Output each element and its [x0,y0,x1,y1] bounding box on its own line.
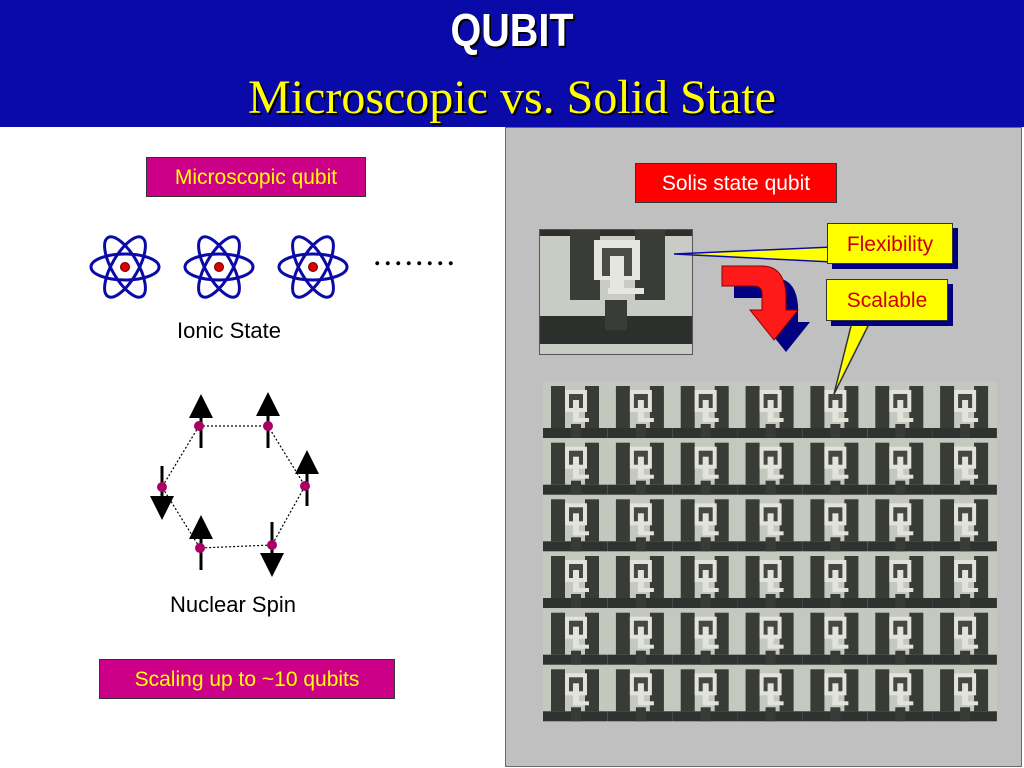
qubit-cell [737,495,803,552]
title-banner: QUBIT Microscopic vs. Solid State [0,0,1024,127]
qubit-cell [607,495,673,552]
qubit-cell [802,552,868,609]
qubit-cell [607,552,673,609]
qubit-cell [802,382,868,439]
qubit-cell [932,438,997,496]
microscopic-qubit-label: Microscopic qubit [146,157,366,197]
atom-icon [89,229,161,305]
slide-title: QUBIT [450,4,574,56]
qubit-array-micrograph [543,382,997,722]
qubit-cell [543,382,608,439]
flexibility-callout: Flexibility [827,223,953,264]
qubit-cell [543,608,608,666]
qubit-cell [802,608,868,666]
qubit-cell [672,552,738,609]
qubit-cell [932,665,997,722]
qubit-cell [607,608,673,666]
ellipsis: ........ [373,236,457,273]
solid-state-qubit-label: Solis state qubit [635,163,837,203]
qubit-cell [607,665,673,722]
qubit-cell [932,608,997,666]
qubit-cell [932,382,997,439]
nuclear-spin-caption: Nuclear Spin [170,592,296,617]
qubit-cell [543,438,608,496]
qubit-cell [672,495,738,552]
qubit-cell [543,495,608,552]
qubit-cell [607,382,673,439]
qubit-cell [543,665,608,722]
qubit-cell [867,438,933,496]
qubit-cell [672,665,738,722]
qubit-cell [802,495,868,552]
qubit-cell [867,552,933,609]
qubit-cell [867,608,933,666]
scaling-label: Scaling up to ~10 qubits [99,659,395,699]
qubit-cell [737,438,803,496]
slide-subtitle: Microscopic vs. Solid State [248,71,776,124]
atom-icon [183,229,255,305]
qubit-cell [672,608,738,666]
qubit-cell [607,438,673,496]
qubit-cell [737,608,803,666]
qubit-cell [867,665,933,722]
qubit-cell [932,495,997,552]
ionic-state-caption: Ionic State [177,318,281,343]
qubit-cell [867,495,933,552]
scalable-callout: Scalable [826,279,948,321]
qubit-cell [672,382,738,439]
qubit-cell [543,552,608,609]
qubit-cell [802,438,868,496]
single-qubit-micrograph [539,229,693,355]
qubit-cell [737,382,803,439]
qubit-cell [737,552,803,609]
qubit-cell [867,382,933,439]
qubit-cell [672,438,738,496]
qubit-cell [802,665,868,722]
qubit-cell [932,552,997,609]
qubit-cell [737,665,803,722]
atom-icon [277,229,349,305]
